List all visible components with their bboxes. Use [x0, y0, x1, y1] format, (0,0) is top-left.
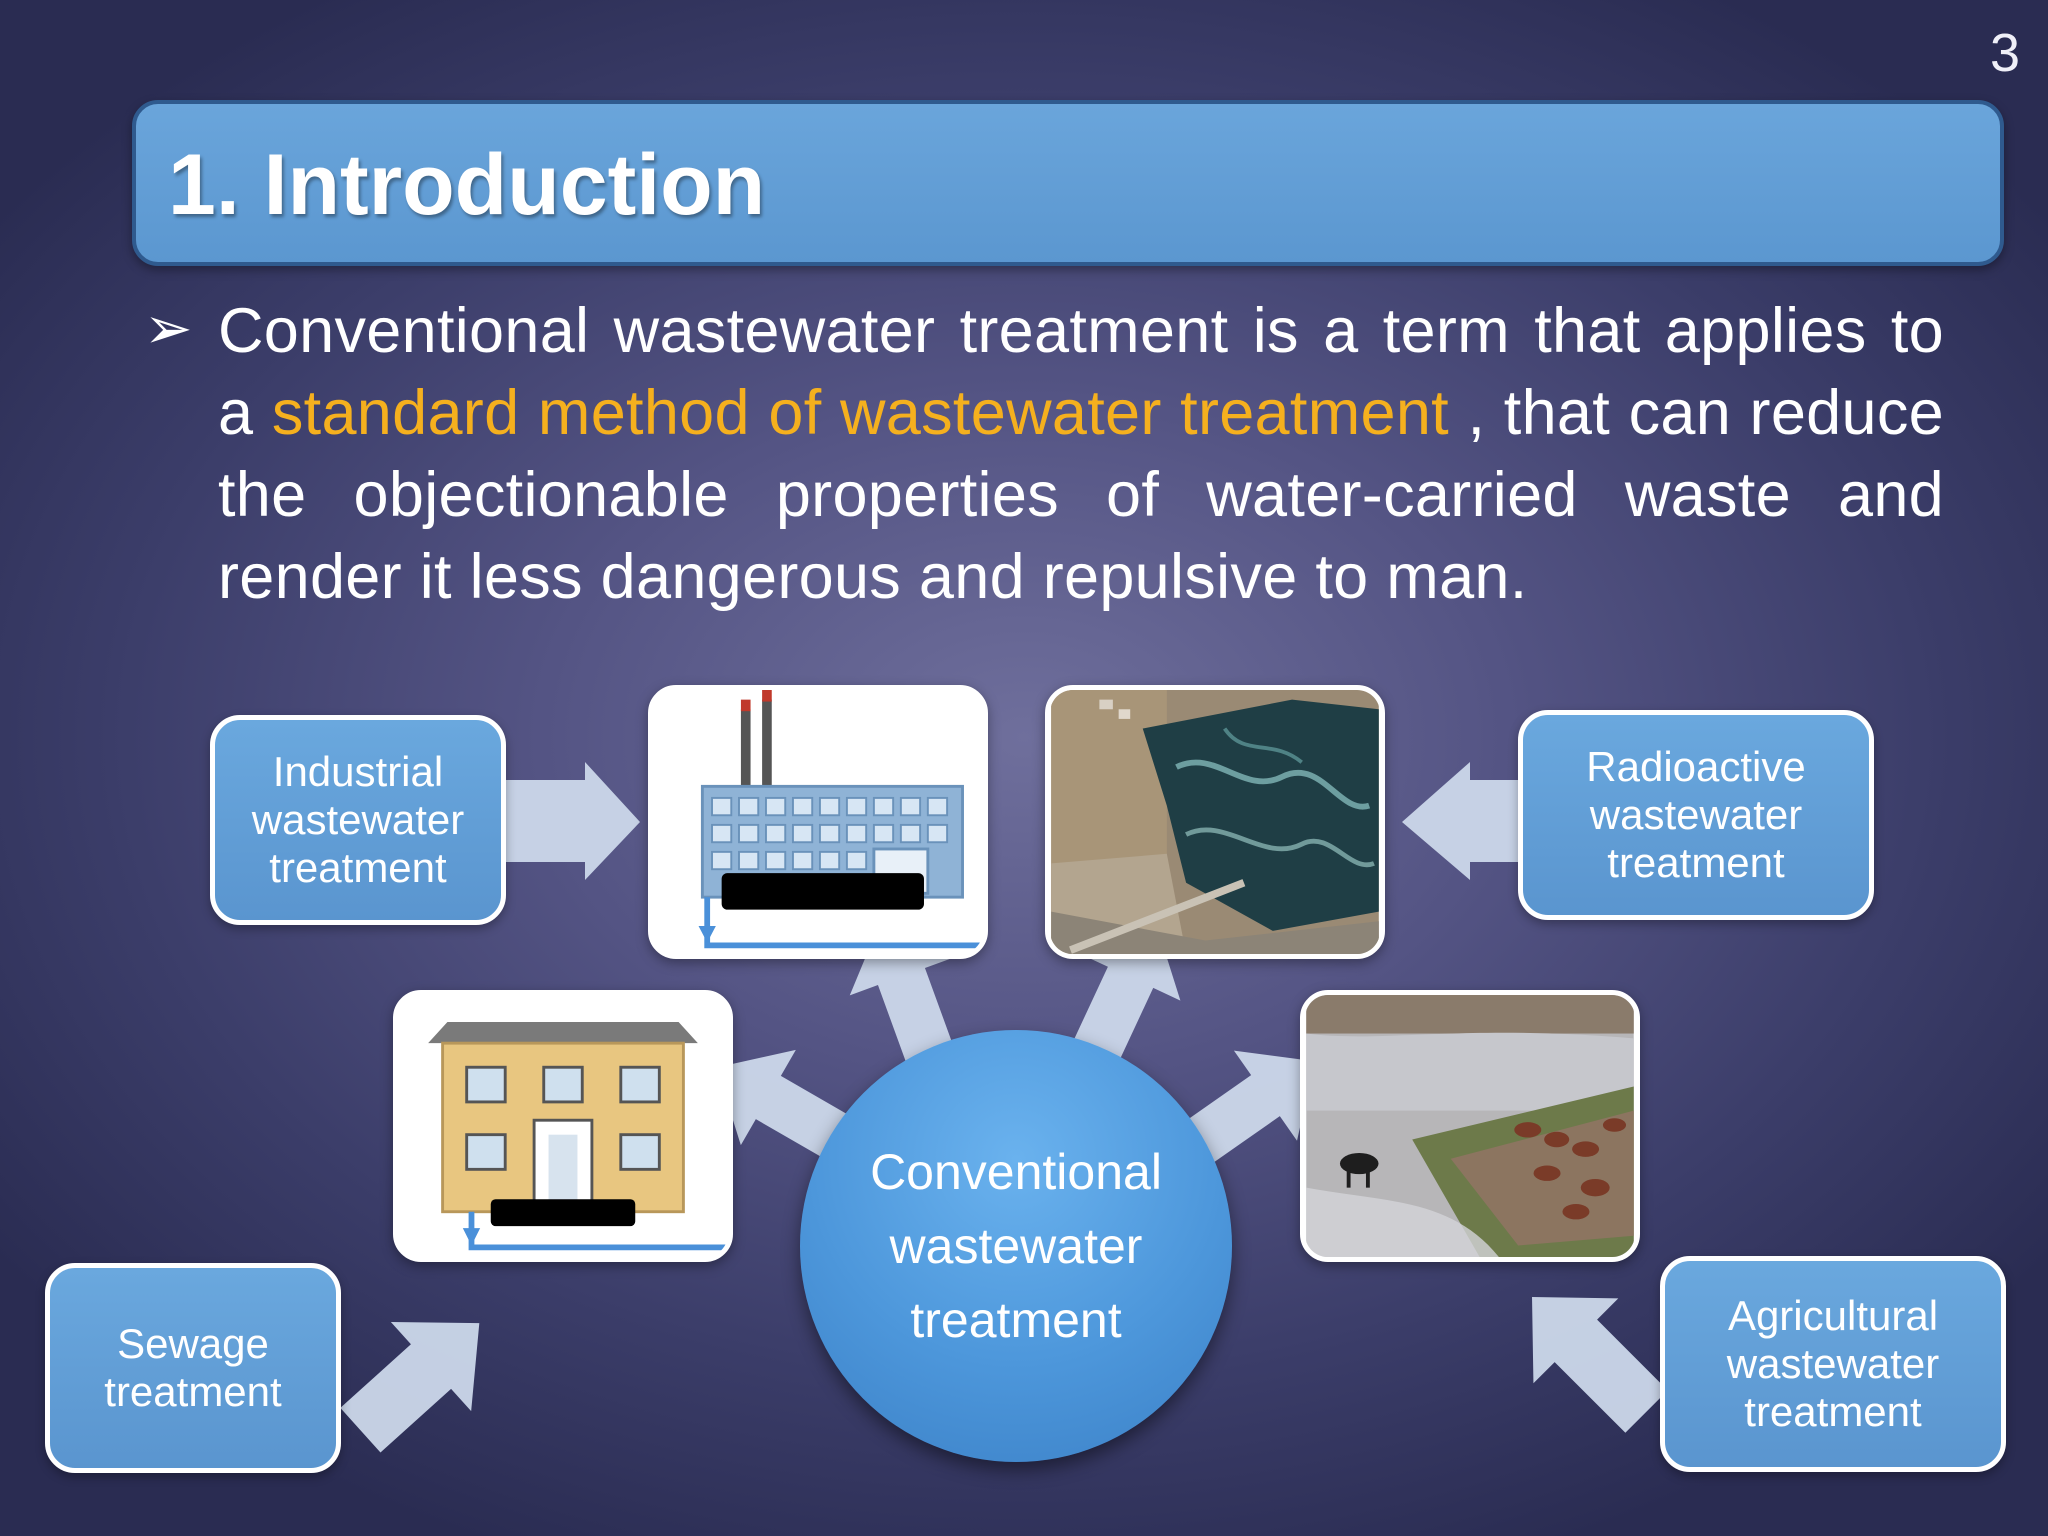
arrow-hub-to-aerial	[1067, 922, 1181, 1075]
hub-line-2: wastewater	[889, 1218, 1143, 1274]
highlighted-phrase: standard method of wastewater treatment	[271, 378, 1449, 448]
page-title: 1. Introduction	[168, 137, 766, 233]
arrow-bullet-icon: ➢	[144, 296, 193, 361]
cattle-river-photo	[1306, 995, 1634, 1257]
hub-line-3: treatment	[910, 1292, 1122, 1348]
arrow-sewage-to-building	[340, 1321, 480, 1453]
conventional-treatment-hub: Conventional wastewater treatment	[800, 1030, 1232, 1462]
sewage-line-1: Sewage	[117, 1320, 269, 1367]
arrow-hub-to-cattle	[1173, 1050, 1315, 1171]
factory-image	[648, 685, 988, 959]
hub-line-1: Conventional	[870, 1144, 1162, 1200]
bullet-text: Conventional wastewater treatment is a t…	[218, 290, 1944, 618]
building-icon	[399, 995, 727, 1257]
arrow-industrial-to-factory	[503, 762, 640, 880]
industrial-line-3: treatment	[269, 844, 447, 891]
agricultural-line-3: treatment	[1744, 1388, 1922, 1435]
title-banner: 1. Introduction	[132, 100, 2004, 266]
arrow-radioactive-to-aerial	[1402, 762, 1520, 880]
factory-icon	[654, 690, 982, 954]
bullet-text-end: , that can reduce the objectionable prop…	[218, 378, 1944, 612]
agricultural-line-1: Agricultural	[1727, 1292, 1939, 1339]
bullet-text-start: Conventional wastewater treatment is a t…	[218, 296, 1944, 448]
building-image	[393, 990, 733, 1262]
slide-number: 3	[1989, 23, 2020, 83]
aerial-water-image	[1045, 685, 1385, 959]
radioactive-line-1: Radioactive	[1586, 743, 1806, 790]
industrial-line-2: wastewater	[251, 796, 465, 843]
aerial-water-photo	[1051, 690, 1379, 954]
radioactive-line-2: wastewater	[1589, 791, 1803, 838]
agricultural-line-2: wastewater	[1726, 1340, 1940, 1387]
bullet-point: ➢ Conventional wastewater treatment is a…	[144, 290, 1944, 618]
radioactive-line-3: treatment	[1607, 839, 1785, 886]
cattle-river-image	[1300, 990, 1640, 1262]
industrial-line-1: Industrial	[272, 748, 444, 795]
arrow-agricultural-to-cattle	[1532, 1297, 1668, 1433]
sewage-line-2: treatment	[104, 1368, 282, 1415]
arrow-hub-to-building	[716, 1049, 864, 1167]
